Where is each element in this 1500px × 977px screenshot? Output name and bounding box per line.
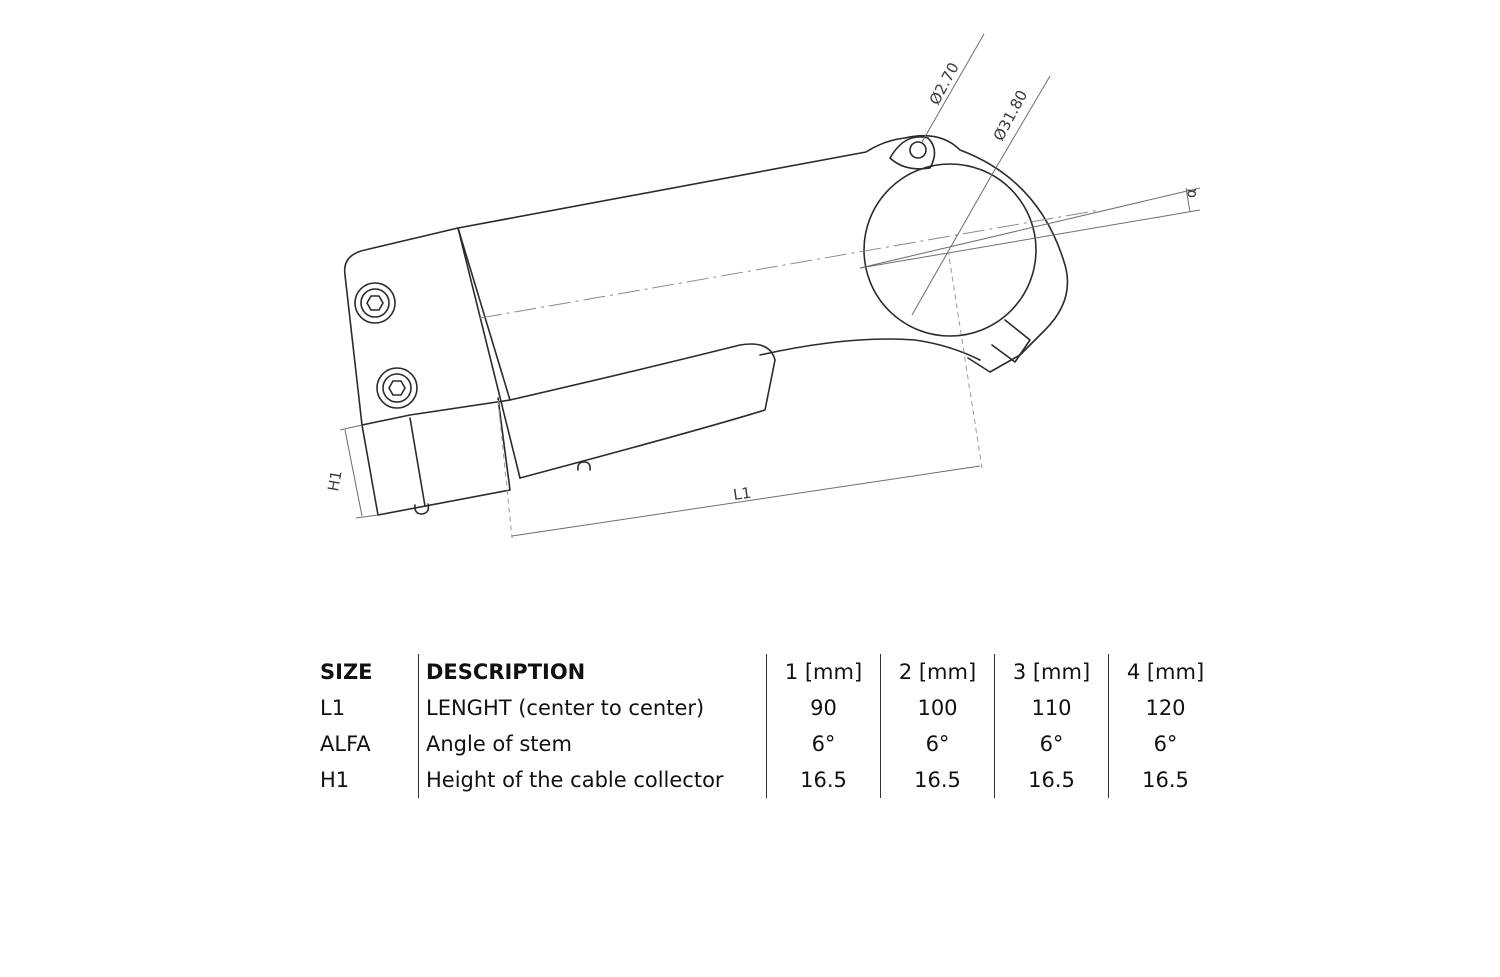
header-size-3: 3 [mm] [994, 654, 1109, 690]
row-value: 6° [766, 726, 881, 762]
row-value: 16.5 [1108, 762, 1222, 798]
row-value: 6° [1108, 726, 1222, 762]
row-code: ALFA [320, 732, 371, 756]
spec-table: SIZE DESCRIPTION 1 [mm] 2 [mm] 3 [mm] 4 … [312, 654, 1222, 798]
faceplate-slot [991, 319, 1031, 363]
bolt-upper-icon [354, 282, 396, 324]
clamp-bolt-boss [889, 136, 936, 170]
bolt-diameter-leader [921, 33, 985, 143]
table-header-row: SIZE DESCRIPTION 1 [mm] 2 [mm] 3 [mm] 4 … [312, 654, 1222, 690]
handlebar-clamp-outline [904, 134, 1069, 373]
h1-ext-bottom [355, 514, 379, 519]
row-value: 120 [1108, 690, 1222, 726]
row-value: 90 [766, 690, 881, 726]
table-row: H1 Height of the cable collector 16.5 16… [312, 762, 1222, 798]
header-description: DESCRIPTION [418, 654, 767, 690]
row-value: 6° [880, 726, 995, 762]
bore-diameter-leader [989, 75, 1051, 179]
table-row: L1 LENGHT (center to center) 90 100 110 … [312, 690, 1222, 726]
row-value: 100 [880, 690, 995, 726]
cable-collector-tip [414, 503, 430, 515]
header-size-1: 1 [mm] [766, 654, 881, 690]
header-size-2: 2 [mm] [880, 654, 995, 690]
row-value: 110 [994, 690, 1109, 726]
cable-collector-edge [409, 417, 426, 507]
stem-technical-drawing: Ø2.70 Ø31.80 α L1 H1 [324, 33, 1201, 539]
row-value: 16.5 [766, 762, 881, 798]
handlebar-bore [863, 163, 1037, 337]
row-description: LENGHT (center to center) [418, 690, 767, 726]
row-code: H1 [320, 768, 350, 792]
stem-body-top [457, 137, 906, 229]
dim-angle-label: α [1182, 188, 1200, 198]
row-value: 16.5 [994, 762, 1109, 798]
l1-extension-right [947, 249, 983, 469]
small-pin [577, 461, 591, 471]
stem-centerline [479, 209, 1101, 319]
header-size: SIZE [320, 660, 373, 684]
row-code: L1 [320, 696, 346, 720]
bolt-lower-icon [376, 367, 418, 409]
row-value: 16.5 [880, 762, 995, 798]
row-description: Angle of stem [418, 726, 767, 762]
header-size-4: 4 [mm] [1108, 654, 1222, 690]
steerer-clamp-outline [343, 227, 511, 426]
dim-clamp-bolt-label: Ø2.70 [926, 60, 963, 108]
dim-h1-label: H1 [324, 469, 345, 493]
angle-dim-tick [1185, 187, 1191, 213]
angle-reference-line [859, 187, 1201, 269]
angle-reference-line-2 [859, 209, 1201, 269]
dim-l1-label: L1 [732, 484, 752, 504]
stem-underside [759, 338, 981, 361]
dim-bar-bore-label: Ø31.80 [990, 87, 1032, 144]
table-row: ALFA Angle of stem 6° 6° 6° 6° [312, 726, 1222, 762]
h1-dim-line [344, 429, 363, 517]
steerer-clamp-lower [361, 397, 511, 516]
clamp-bolt-hole [909, 141, 927, 159]
row-value: 6° [994, 726, 1109, 762]
steerer-clamp-edge [457, 227, 521, 479]
bore-diameter-line [911, 177, 991, 316]
row-description: Height of the cable collector [418, 762, 767, 798]
h1-ext-top [339, 424, 363, 431]
l1-dim-line [511, 465, 981, 537]
stem-body-bottom [509, 343, 776, 479]
